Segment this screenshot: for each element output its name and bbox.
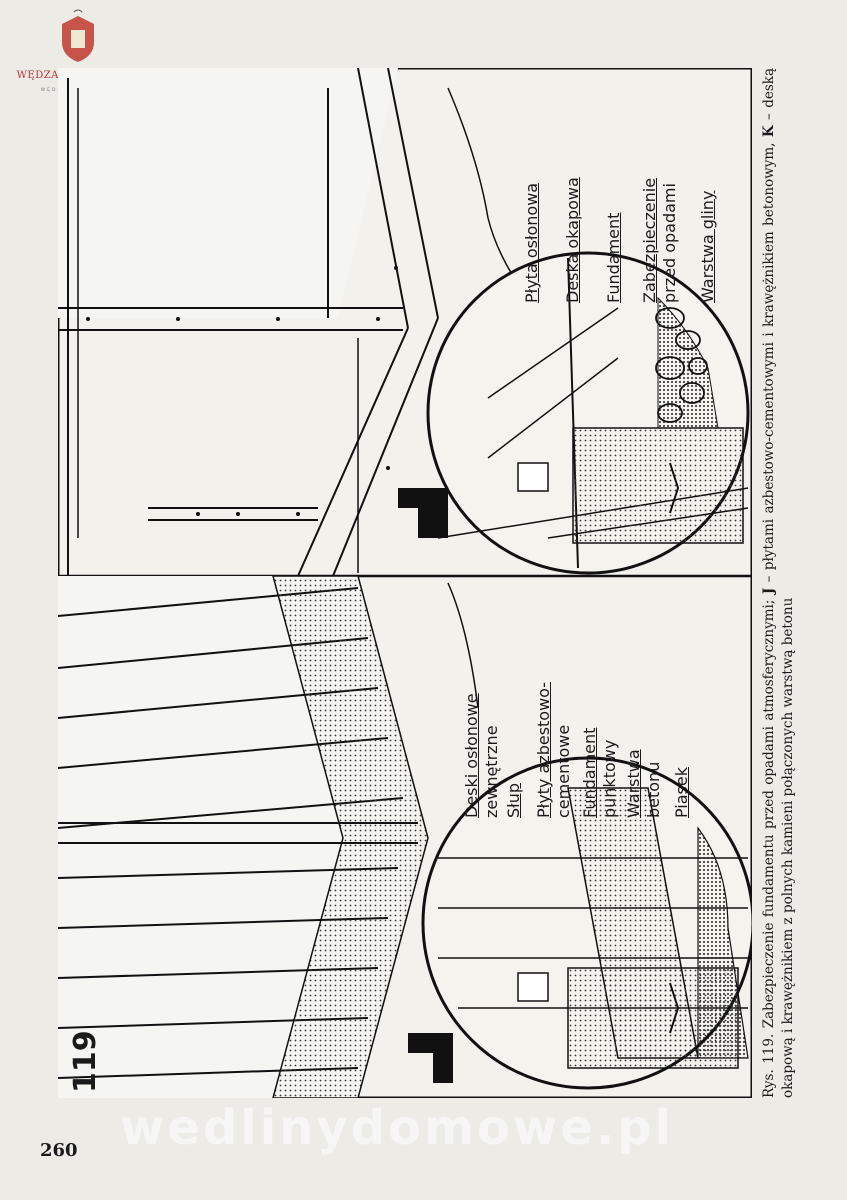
label-piasek: Piasek	[672, 767, 691, 818]
caption-text-2: – płytami azbestowo-cementowymi i krawęż…	[761, 142, 777, 583]
label-deski-oslonowe: Deski osłonowe	[462, 693, 481, 818]
label-warstwa: Warstwa	[624, 749, 643, 818]
label-cementowe: cementowe	[554, 724, 573, 818]
label-fundament-k: Fundament	[604, 212, 623, 303]
label-punktowy: punktowy	[600, 739, 619, 818]
watermark: wedlinydomowe.pl	[120, 1100, 674, 1156]
label-zewnetrzne: zewnętrzne	[482, 725, 501, 818]
panel-k-letter-glyph	[398, 488, 448, 538]
caption-prefix: Rys. 119.	[761, 1033, 777, 1098]
panel-k-letter: K	[400, 545, 401, 546]
caption-text-1: Zabezpieczenie fundamentu przed opadami …	[761, 599, 777, 1029]
figure-119: 119 J K Płyta osłonowa Deska okapowa Fun…	[58, 68, 752, 1098]
label-slup: Słup	[504, 783, 523, 818]
logo-emblem-icon	[62, 9, 94, 62]
label-zabezpieczenie: Zabezpieczenie	[640, 177, 659, 303]
label-warstwa-gliny: Warstwa gliny	[698, 190, 717, 303]
figure-number: 119	[68, 1030, 103, 1093]
panel-k-drawing	[58, 68, 750, 577]
panel-j-drawing	[58, 575, 752, 1098]
caption-k-letter: K	[761, 125, 777, 138]
panel-j-letter-glyph	[408, 1033, 453, 1083]
page-number: 260	[40, 1140, 78, 1161]
caption-j-letter: J	[761, 587, 777, 595]
label-fundament-j: Fundament	[580, 727, 599, 818]
label-plyta-oslonowa: Płyta osłonowa	[522, 182, 541, 303]
figure-drawing	[58, 68, 752, 1098]
label-plyty-azbestowo: Płyty azbestowo-	[534, 681, 553, 818]
label-deska-okapowa: Deska okapowa	[563, 177, 582, 303]
figure-caption: Rys. 119. Zabezpieczenie fundamentu prze…	[760, 68, 824, 1098]
label-przed-opadami: przed opadami	[660, 183, 679, 303]
label-betonu: betonu	[644, 761, 663, 818]
